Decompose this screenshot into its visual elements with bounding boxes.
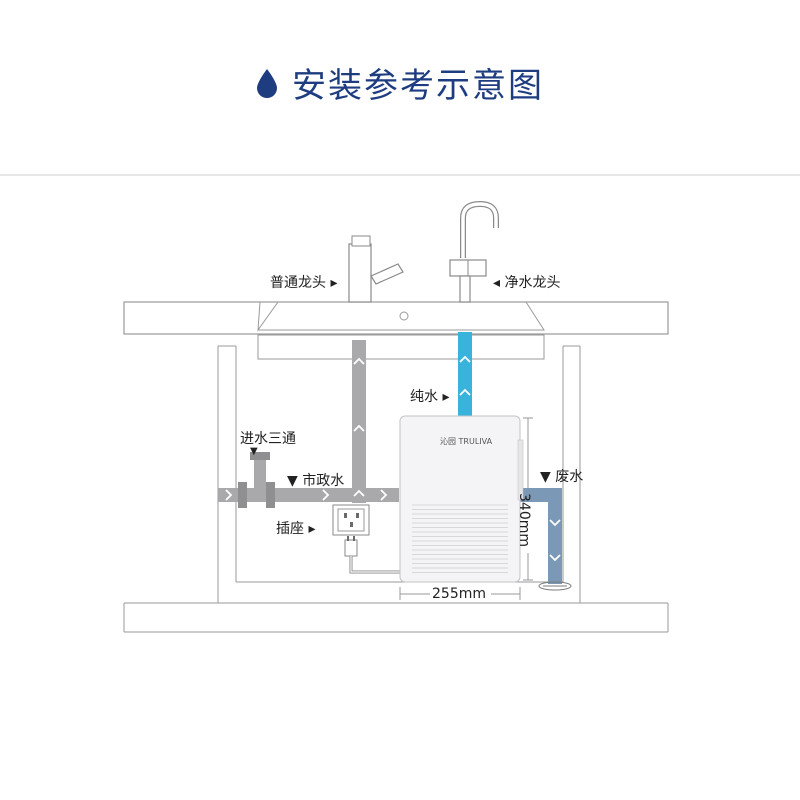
municipal-flow-arrows	[225, 357, 388, 501]
municipal-water-pipes	[218, 340, 399, 508]
water-drop-icon	[257, 68, 277, 98]
inlet-tee-marker: ▼	[250, 446, 258, 457]
label-normal-faucet: 普通龙头 ▸	[270, 275, 338, 291]
label-pure-faucet: ◂ 净水龙头	[493, 275, 561, 291]
purifier-brand-label: 沁园 TRULIVA	[440, 437, 493, 446]
sink-bowl	[257, 334, 545, 360]
waste-flow-arrows	[549, 519, 561, 562]
power-cord	[349, 556, 404, 574]
pure-flow-arrows	[459, 355, 471, 396]
label-socket: 插座 ▸	[276, 521, 316, 537]
label-width: 255mm	[432, 586, 486, 602]
label-municipal-water: ▼ 市政水	[287, 473, 345, 489]
label-inlet-tee: 进水三通	[240, 431, 296, 447]
page-title: 安装参考示意图	[292, 66, 544, 106]
height-dimension-line	[523, 417, 533, 581]
label-height: 340mm	[516, 493, 532, 547]
label-waste-water: ▼ 废水	[540, 469, 584, 485]
pure-faucet	[449, 200, 499, 303]
countertop	[123, 301, 669, 335]
width-dimension-line	[399, 587, 521, 600]
sink-drain	[399, 311, 409, 321]
title-bar: 安装参考示意图	[0, 58, 800, 107]
power-socket	[332, 504, 370, 536]
purifier-vent-lines	[412, 504, 508, 573]
waste-water-pipe	[520, 488, 562, 584]
pure-water-pipe	[458, 332, 472, 416]
power-plug	[344, 536, 358, 557]
normal-faucet	[348, 235, 404, 303]
floor-drain	[538, 581, 572, 591]
label-pure-water: 纯水 ▸	[410, 389, 450, 405]
sink-basin	[257, 301, 279, 332]
